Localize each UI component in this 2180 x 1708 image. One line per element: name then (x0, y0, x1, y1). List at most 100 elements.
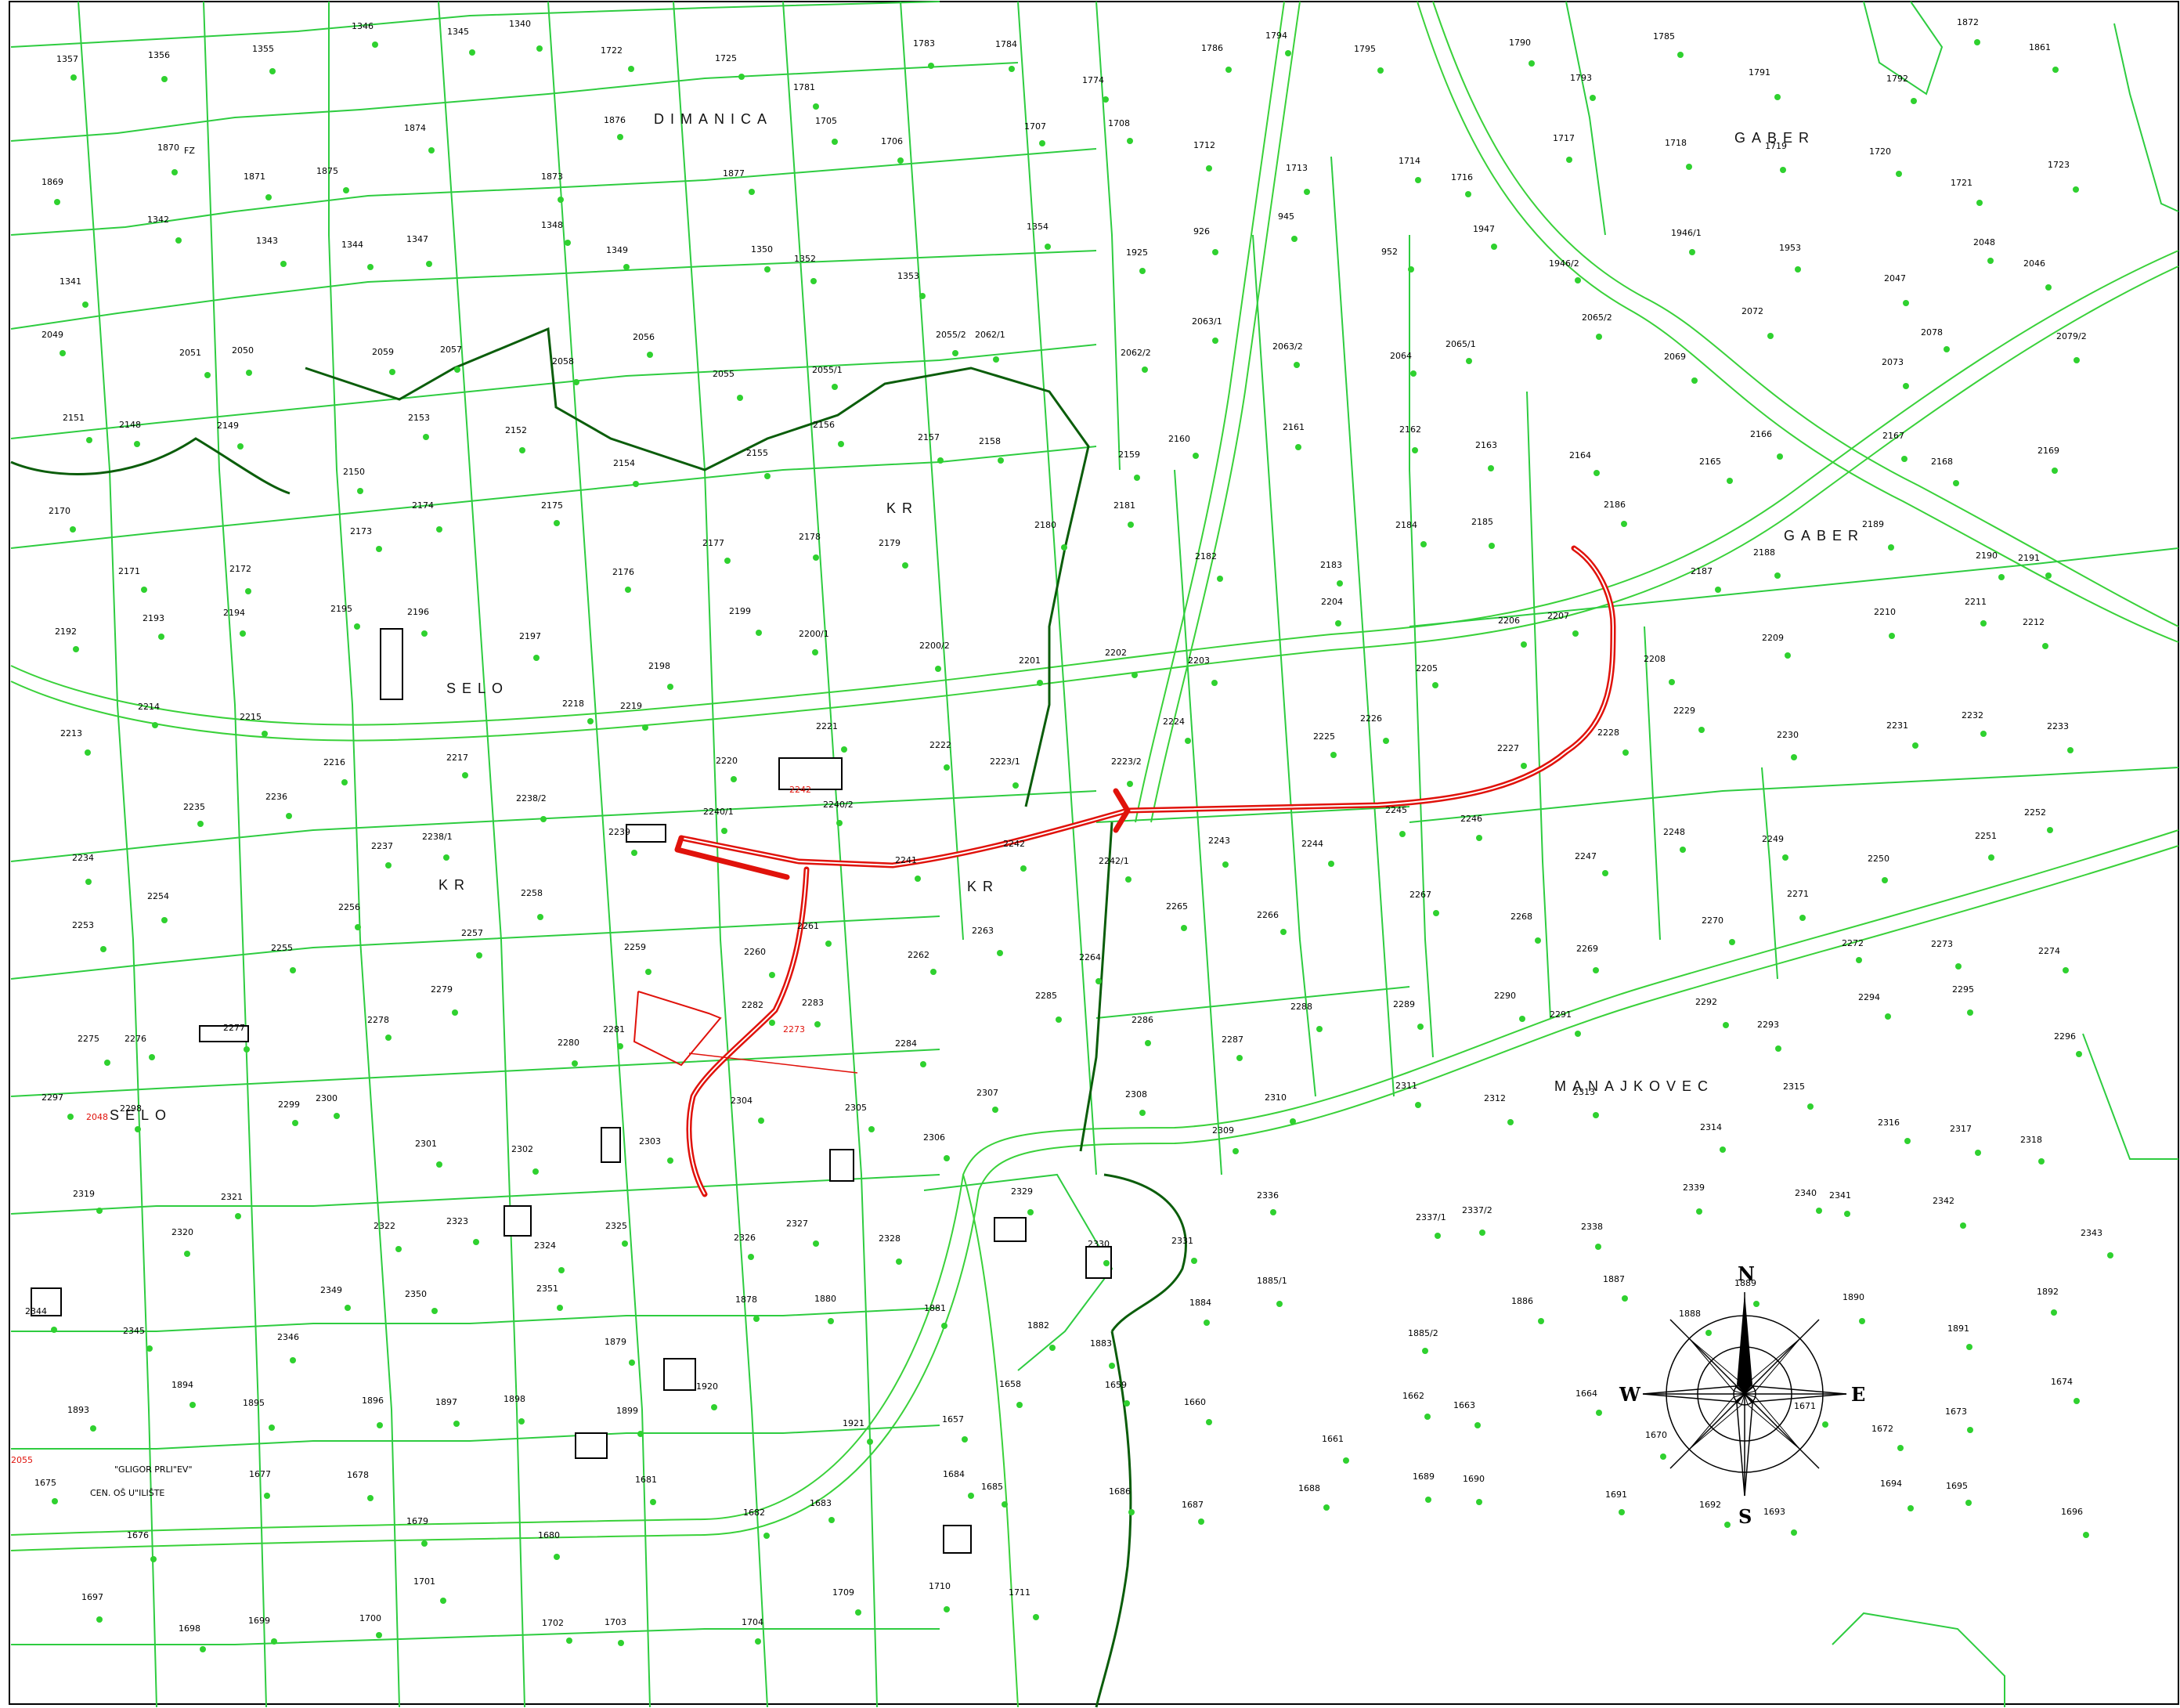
parcel-number: 1791 (1749, 67, 1770, 78)
parcel-number: 2206 (1498, 616, 1520, 626)
tree-mark (1185, 738, 1191, 744)
tree-mark (476, 952, 482, 959)
parcel-number: 1947 (1473, 224, 1495, 234)
parcel-number: 1721 (1951, 178, 1972, 188)
tree-mark (1491, 244, 1497, 250)
tree-mark (1596, 1410, 1602, 1416)
tree-mark (618, 1640, 624, 1646)
parcel-number: 2270 (1702, 915, 1723, 926)
tree-mark (647, 352, 653, 358)
tree-mark (1529, 60, 1535, 67)
parcel-number: 1783 (913, 38, 935, 49)
parcel-number: 2050 (232, 345, 254, 356)
tree-mark (1383, 738, 1389, 744)
parcel-number: 1356 (148, 50, 170, 60)
parcel-number: 2183 (1320, 560, 1342, 570)
parcel-number: 2157 (918, 432, 940, 442)
tree-mark (1816, 1208, 1822, 1214)
tree-mark (587, 718, 594, 724)
tree-mark (1285, 50, 1291, 56)
parcel-number: 2218 (562, 699, 584, 709)
parcel-number: 1670 (1645, 1430, 1667, 1440)
parcel-number: 2286 (1132, 1015, 1153, 1025)
parcel-number: 2301 (415, 1139, 437, 1149)
parcel-number: 1686 (1109, 1486, 1131, 1497)
parcel-number: 1886 (1511, 1296, 1533, 1306)
parcel-number: 2242 (1003, 839, 1025, 849)
tree-mark (1727, 478, 1733, 484)
tree-mark (1780, 167, 1786, 173)
tree-mark (622, 1240, 628, 1247)
tree-mark (756, 630, 762, 636)
parcel-number: 2149 (217, 421, 239, 431)
cemetery-label: "GLIGOR PRLI"EV" (114, 1464, 193, 1475)
parcel-number: 2220 (716, 756, 738, 766)
parcel-number: 2302 (511, 1144, 533, 1154)
tree-mark (930, 969, 937, 975)
tree-mark (1904, 1138, 1911, 1144)
tree-mark (454, 367, 460, 373)
parcel-number: 2213 (60, 728, 82, 738)
tree-mark (1420, 541, 1427, 547)
tree-mark (1791, 754, 1797, 760)
tree-mark (2045, 284, 2052, 291)
tree-mark (1191, 1258, 1197, 1264)
tree-mark (2042, 643, 2048, 649)
parcel-number: 1664 (1575, 1388, 1597, 1399)
tree-mark (868, 1126, 875, 1132)
tree-mark (1777, 453, 1783, 460)
school-label: CEN. OŠ U"ILIŠTE (90, 1488, 164, 1498)
parcel-number: 1708 (1108, 118, 1130, 128)
parcel-number: 2049 (42, 330, 63, 340)
tree-mark (1290, 1118, 1296, 1125)
tree-mark (86, 437, 92, 443)
tree-mark (952, 350, 958, 356)
tree-mark (1236, 1055, 1243, 1061)
tree-mark (731, 776, 737, 782)
tree-mark (1412, 447, 1418, 453)
parcel-number: 2304 (731, 1096, 753, 1106)
tree-mark (920, 1061, 926, 1067)
tree-mark (377, 1422, 383, 1428)
parcel-number: 2346 (277, 1332, 299, 1342)
parcel-number: 2242/1 (1099, 856, 1129, 866)
tree-mark (389, 369, 395, 375)
tree-mark (1417, 1024, 1424, 1030)
parcel-number: 1674 (2051, 1377, 2073, 1387)
tree-mark (175, 237, 182, 244)
tree-mark (1975, 1150, 1981, 1156)
parcel-number: 2281 (603, 1024, 625, 1035)
tree-mark (625, 587, 631, 593)
tree-mark (1799, 915, 1806, 921)
tree-mark (1056, 1016, 1062, 1023)
tree-mark (667, 684, 673, 690)
parcel-number: 2171 (118, 566, 140, 576)
tree-mark (2083, 1532, 2089, 1538)
tree-mark (2073, 186, 2079, 193)
parcel-number: 1781 (793, 82, 815, 92)
tree-mark (1960, 1222, 1966, 1229)
tree-mark (1206, 1419, 1212, 1425)
tree-mark (841, 746, 847, 753)
parcel-number: 2221 (816, 721, 838, 731)
building (31, 1287, 62, 1316)
parcel-number: 2251 (1975, 831, 1997, 841)
tree-mark (453, 1421, 460, 1427)
tree-mark (1896, 171, 1902, 177)
parcel-boundaries (10, 1, 2179, 1708)
parcel-number: 1695 (1946, 1481, 1968, 1491)
parcel-number: 1350 (751, 244, 773, 255)
parcel-number: 2209 (1762, 633, 1784, 643)
tree-mark (1519, 1016, 1525, 1022)
parcel-number: 1660 (1184, 1397, 1206, 1407)
tree-mark (737, 395, 743, 401)
area-kr-center: KR (967, 879, 999, 894)
parcel-number: 2239 (608, 827, 630, 837)
tree-mark (1622, 1295, 1628, 1302)
parcel-2055-red: 2055 (11, 1455, 33, 1465)
parcel-number: 2156 (813, 420, 835, 430)
parcel-number: 2065/1 (1446, 339, 1476, 349)
parcel-number: 2343 (2081, 1228, 2102, 1238)
tree-mark (1399, 831, 1406, 837)
tree-mark (96, 1616, 103, 1623)
